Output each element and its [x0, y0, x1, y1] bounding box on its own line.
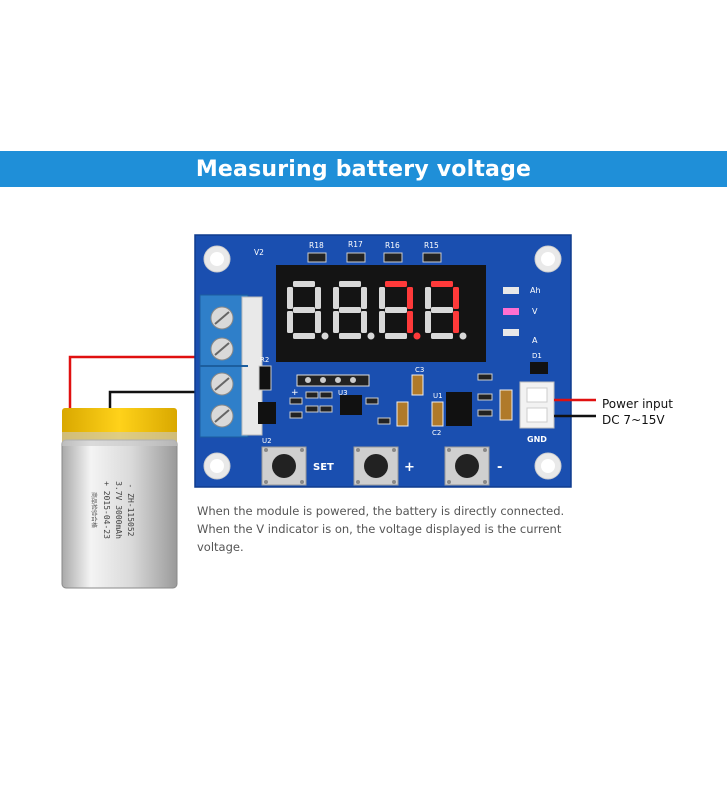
digit-4-segment-c: [453, 311, 459, 333]
digit-1-segment-g: [293, 307, 315, 313]
resistor-r18-label: R18: [309, 241, 324, 250]
indicator-a-label: A: [532, 336, 538, 345]
c2-label: C2: [432, 429, 441, 437]
power-input-label: Power input: [602, 397, 673, 411]
digit-3-segment-f: [379, 287, 385, 309]
description-text: When the module is powered, the battery …: [197, 502, 577, 556]
digit-3-segment-a: [385, 281, 407, 287]
button-plus[interactable]: +: [353, 446, 415, 486]
digit-3-segment-c: [407, 311, 413, 333]
power-input-wires: [554, 398, 596, 418]
digit-4-segment-d: [431, 333, 453, 339]
set-button-label: SET: [313, 462, 334, 473]
digit-3-decimal-point: [413, 332, 421, 340]
gnd-label: GND: [527, 435, 547, 444]
resistor-r15-label: R15: [424, 241, 439, 250]
resistor-r17-label: R17: [348, 240, 363, 249]
digit-4-segment-g: [431, 307, 453, 313]
v-indicator-led: [503, 308, 519, 315]
power-connector: GND: [519, 381, 555, 444]
digit-1-decimal-point: [321, 332, 329, 340]
digit-3-segment-e: [379, 311, 385, 333]
description-line-3: voltage.: [197, 540, 244, 554]
digit-2-segment-g: [339, 307, 361, 313]
unit-indicators: Ah V A: [503, 286, 541, 345]
led-display: [276, 265, 486, 362]
digit-4-segment-e: [425, 311, 431, 333]
title-banner: Measuring battery voltage: [0, 151, 727, 187]
c3-label: C3: [415, 366, 424, 374]
digit-2-segment-e: [333, 311, 339, 333]
digit-2-segment-b: [361, 287, 367, 309]
indicator-v-label: V: [532, 307, 538, 316]
top-resistors: R18 R17 R16 R15: [307, 240, 442, 263]
digit-2-decimal-point: [367, 332, 375, 340]
battery-label: - ZH-115052 3.7V 3000mAh + 2015-04-23 商品…: [90, 481, 135, 539]
u1-label: U1: [433, 392, 443, 400]
description-line-2: When the V indicator is on, the voltage …: [197, 522, 562, 536]
battery-inspection-text: 商品检验合格: [90, 492, 98, 528]
r2-label: R2: [260, 356, 269, 364]
digit-2-segment-c: [361, 311, 367, 333]
digit-4-segment-f: [425, 287, 431, 309]
u3-label: U3: [338, 389, 348, 397]
pcb-module: V2 R18 R17 R16 R15 Ah V A: [194, 234, 572, 488]
board-version-label: V2: [254, 248, 264, 257]
digit-2-segment-a: [339, 281, 361, 287]
digit-4-segment-a: [431, 281, 453, 287]
page-title: Measuring battery voltage: [195, 156, 532, 182]
digit-1-segment-c: [315, 311, 321, 333]
digit-1-segment-e: [287, 311, 293, 333]
battery-wires: [68, 355, 205, 412]
battery-capacity-text: 3.7V 3000mAh: [114, 481, 123, 539]
button-minus[interactable]: -: [444, 446, 502, 486]
u2-label: U2: [262, 437, 272, 445]
plus-silkscreen: +: [291, 388, 299, 398]
mounting-holes: [203, 245, 562, 480]
digit-3-segment-b: [407, 287, 413, 309]
d1-label: D1: [532, 352, 542, 360]
battery-date-text: + 2015-04-23: [102, 481, 111, 539]
dc-range-label: DC 7~15V: [602, 413, 665, 427]
lipo-battery: - ZH-115052 3.7V 3000mAh + 2015-04-23 商品…: [61, 408, 178, 589]
description-line-1: When the module is powered, the battery …: [197, 504, 565, 518]
battery-model-text: - ZH-115052: [126, 484, 135, 537]
screw-terminal-block: [199, 294, 263, 438]
digit-1-segment-f: [287, 287, 293, 309]
pcb-components: R2 + U3 C3 C2 U1: [258, 352, 548, 445]
digit-1-segment-b: [315, 287, 321, 309]
minus-button-label: -: [497, 460, 502, 475]
digit-2-segment-d: [339, 333, 361, 339]
indicator-ah-label: Ah: [530, 286, 541, 295]
plus-button-label: +: [404, 460, 415, 475]
resistor-r16-label: R16: [385, 241, 400, 250]
digit-2-segment-f: [333, 287, 339, 309]
digit-3-segment-g: [385, 307, 407, 313]
seven-segment-digits: [287, 281, 467, 340]
digit-1-segment-d: [293, 333, 315, 339]
digit-4-decimal-point: [459, 332, 467, 340]
button-set[interactable]: SET: [261, 446, 334, 486]
digit-3-segment-d: [385, 333, 407, 339]
digit-4-segment-b: [453, 287, 459, 309]
digit-1-segment-a: [293, 281, 315, 287]
